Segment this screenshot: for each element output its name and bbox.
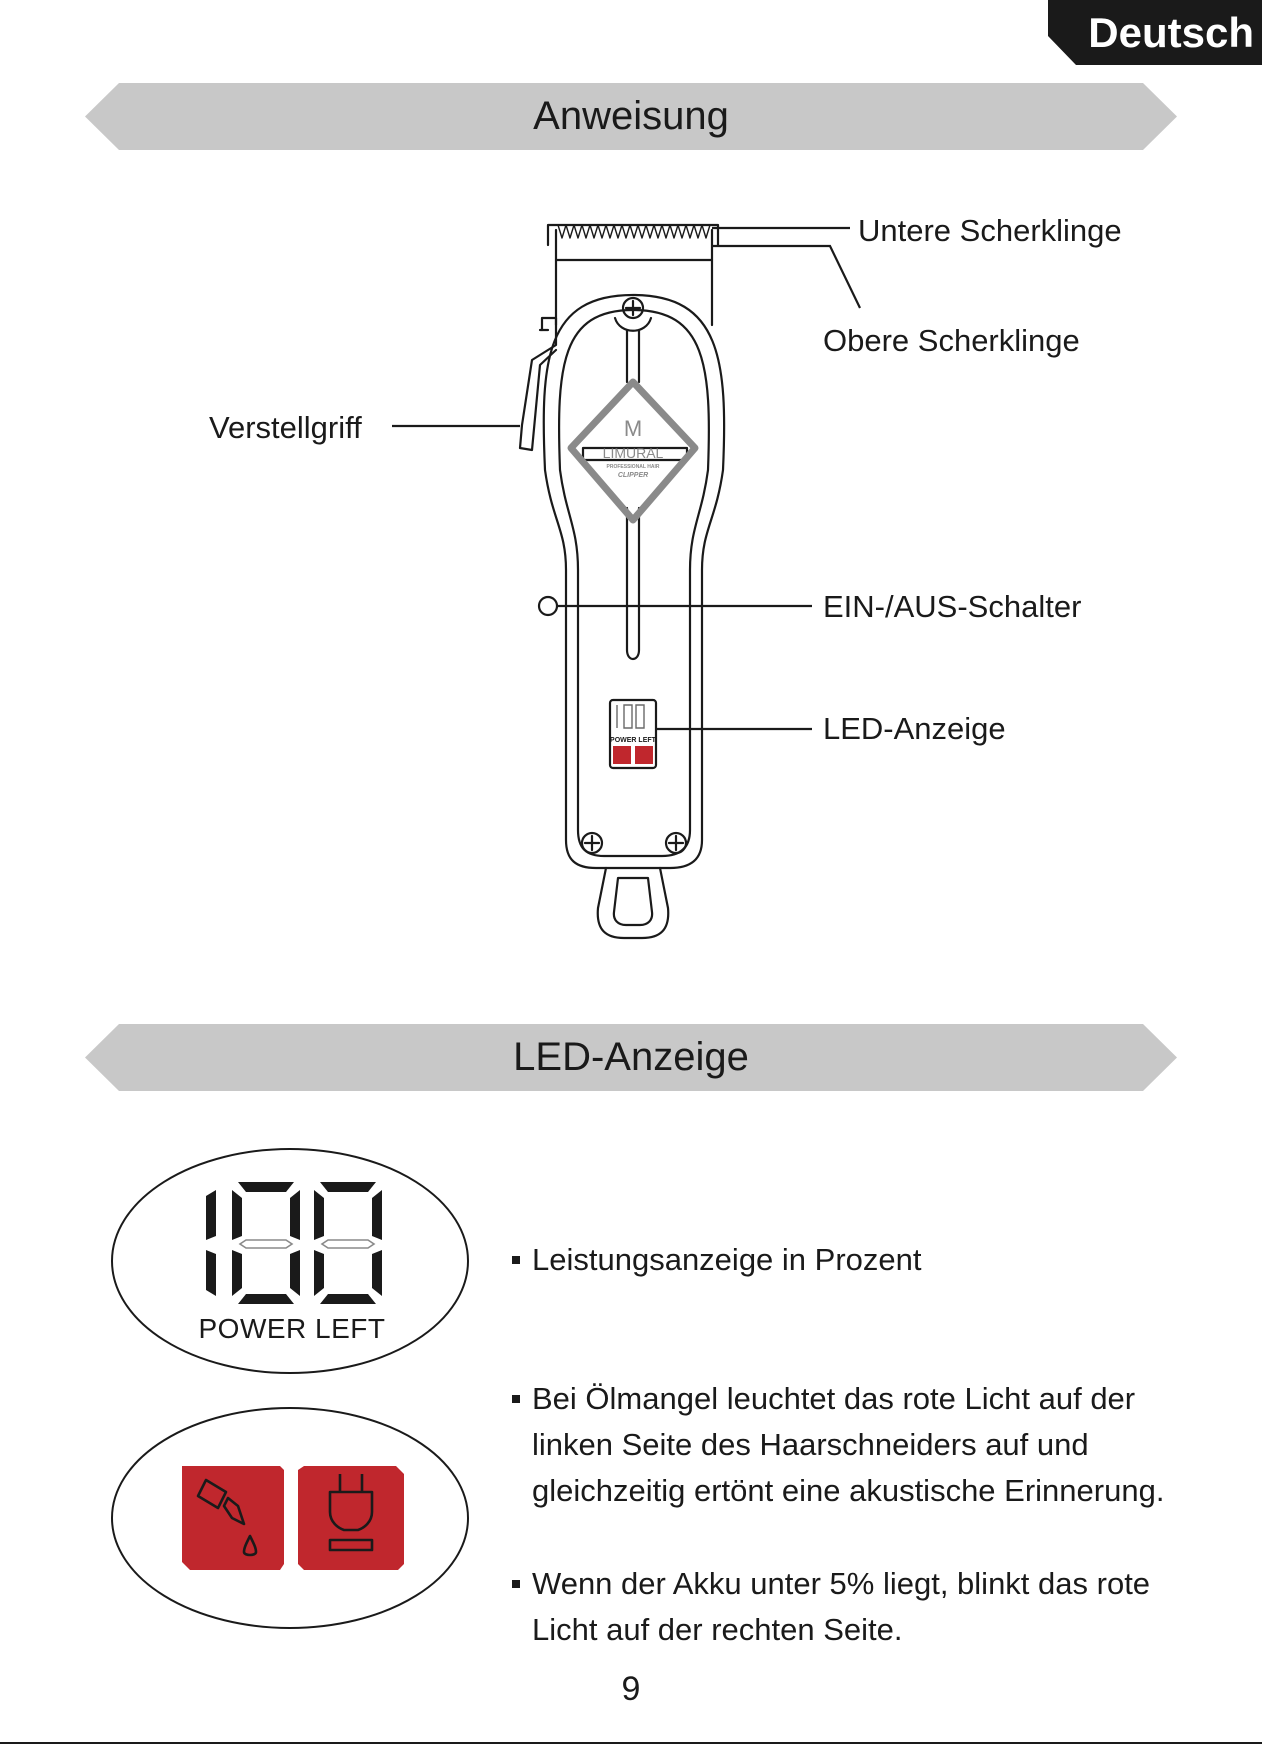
- bullet-oil-warning: Bei Ölmangel leuchtet das rote Licht auf…: [512, 1376, 1172, 1514]
- leader-upper-blade: [712, 244, 861, 309]
- bullet-marker: [512, 1395, 520, 1403]
- plug-icon: [328, 1474, 374, 1552]
- logo-brand: LIMURAL: [603, 445, 664, 461]
- mini-battery-indicator: [635, 746, 653, 764]
- power-left-label: POWER LEFT: [198, 1313, 386, 1344]
- section-title-instructions: Anweisung: [533, 94, 729, 138]
- bullet-power-percent: Leistungsanzeige in Prozent: [512, 1237, 1172, 1283]
- bullet-marker: [512, 1256, 520, 1264]
- mini-led-label: POWER LEFT: [610, 737, 657, 744]
- bullet-text: Leistungsanzeige in Prozent: [532, 1242, 922, 1277]
- unlit-segments: [238, 1239, 376, 1249]
- page-number: 9: [621, 1670, 641, 1708]
- bullet-text: Wenn der Akku unter 5% liegt, blinkt das…: [532, 1566, 1151, 1647]
- bullet-text: Bei Ölmangel leuchtet das rote Licht auf…: [532, 1381, 1165, 1508]
- bullet-marker: [512, 1580, 520, 1588]
- blade-teeth: [557, 224, 711, 239]
- callout-upper-blade: Obere Scherklinge: [823, 323, 1080, 358]
- logo-m: M: [624, 416, 642, 441]
- oil-drop-icon: [196, 1478, 258, 1557]
- callout-led-display: LED-Anzeige: [823, 711, 1006, 746]
- mini-oil-indicator: [613, 746, 631, 764]
- bottom-rule: [0, 1742, 1262, 1744]
- section-banner-led: LED-Anzeige: [85, 1024, 1177, 1091]
- callout-power-switch: EIN-/AUS-Schalter: [823, 589, 1082, 624]
- power-left-digits: [206, 1182, 382, 1304]
- oil-warning-indicator: [182, 1466, 284, 1570]
- clipper-illustration: M LIMURAL PROFESSIONAL HAIR CLIPPER POWE…: [392, 223, 861, 940]
- warning-panel: [111, 1407, 469, 1629]
- logo-tagline: PROFESSIONAL HAIR: [607, 464, 660, 470]
- bullet-battery-warning: Wenn der Akku unter 5% liegt, blinkt das…: [512, 1561, 1172, 1653]
- language-tab: Deutsch: [1048, 0, 1262, 65]
- language-label: Deutsch: [1088, 9, 1254, 56]
- callout-adjust-lever: Verstellgriff: [209, 410, 362, 445]
- section-title-led: LED-Anzeige: [513, 1035, 749, 1079]
- callout-lower-blade: Untere Scherklinge: [858, 213, 1122, 248]
- mini-led-digits: [616, 704, 645, 729]
- logo-product: CLIPPER: [618, 472, 648, 479]
- section-banner-instructions: Anweisung: [85, 83, 1177, 150]
- battery-warning-indicator: [298, 1466, 404, 1570]
